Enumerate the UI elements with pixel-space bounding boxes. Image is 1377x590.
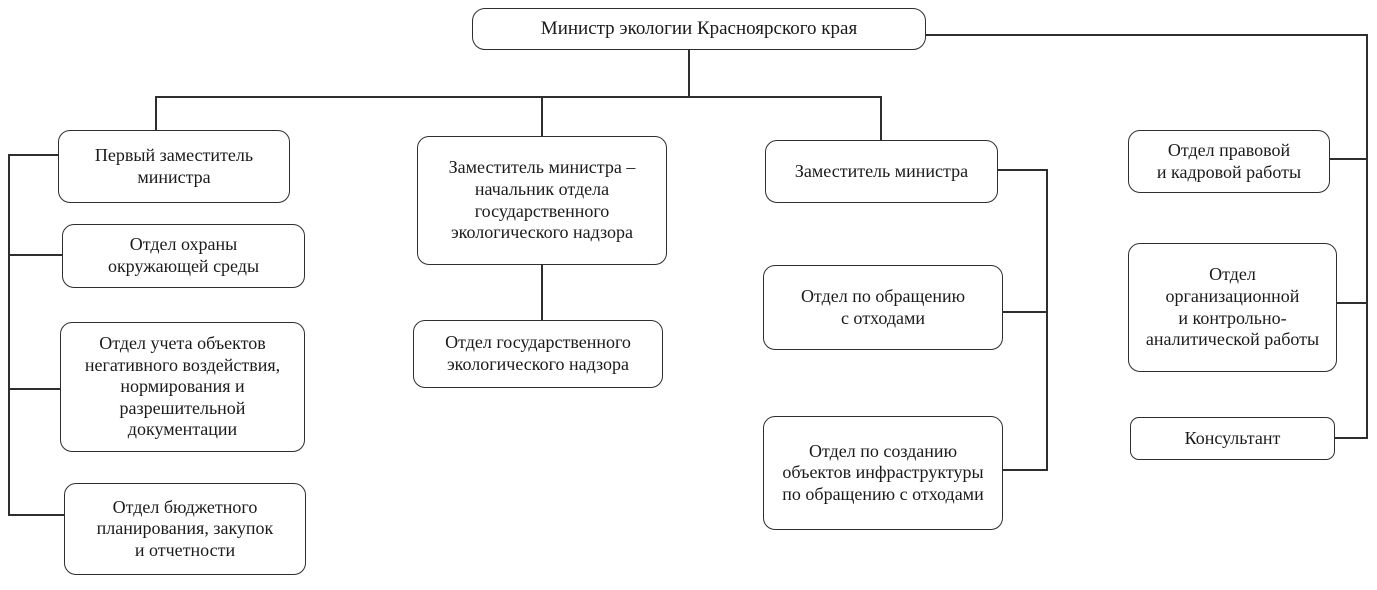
connector-col3-rail-line xyxy=(1046,169,1048,471)
connector-stub-legal-hr-line xyxy=(1328,158,1368,160)
node-waste-label: Отдел по обращению с отходами xyxy=(800,285,966,328)
node-state-supervision-label: Отдел государственного экологического на… xyxy=(445,332,631,374)
node-legal-hr-label: Отдел правовой и кадровой работы xyxy=(1156,139,1302,182)
node-minister: Министр экологии Красноярского края xyxy=(472,8,926,50)
node-env-protection-label: Отдел охраны окружающей среды xyxy=(107,234,260,276)
node-org-analytics: Отдел организационной и контрольно- анал… xyxy=(1128,243,1337,372)
node-budget-label: Отдел бюджетного планирования, закупок и… xyxy=(96,496,274,560)
connector-stub-org-analytics-line xyxy=(1335,302,1368,304)
node-waste: Отдел по обращению с отходами xyxy=(763,265,1003,350)
node-org-analytics-label: Отдел организационной и контрольно- анал… xyxy=(1145,264,1320,350)
connector-drop-deputy-line xyxy=(880,96,882,142)
node-budget: Отдел бюджетного планирования, закупок и… xyxy=(64,483,306,575)
node-deputy: Заместитель министра xyxy=(765,140,998,203)
node-deputy-supervision-label: Заместитель министра – начальник отдела … xyxy=(448,157,636,243)
connector-stub-accounting-line xyxy=(8,388,62,390)
node-waste-infra: Отдел по созданию объектов инфраструктур… xyxy=(763,416,1003,530)
connector-left-rail-line xyxy=(8,154,10,516)
connector-stub-consultant-line xyxy=(1333,437,1368,439)
connector-supervision-link-line xyxy=(541,263,543,322)
connector-stub-waste-infra-line xyxy=(1001,469,1048,471)
node-waste-infra-label: Отдел по созданию объектов инфраструктур… xyxy=(782,440,984,504)
node-consultant-label: Консультант xyxy=(1184,427,1281,448)
node-legal-hr: Отдел правовой и кадровой работы xyxy=(1128,130,1330,193)
node-env-protection: Отдел охраны окружающей среды xyxy=(62,224,305,288)
connector-minister-down-line xyxy=(688,50,690,98)
connector-top-bar-line xyxy=(155,96,882,98)
node-deputy-label: Заместитель министра xyxy=(794,160,969,181)
connector-deputy-right-line xyxy=(996,169,1048,171)
node-state-supervision: Отдел государственного экологического на… xyxy=(413,320,663,388)
connector-right-rail-line xyxy=(1366,34,1368,439)
connector-minister-right-line xyxy=(926,34,1368,36)
connector-stub-first-deputy-line xyxy=(8,154,60,156)
connector-drop-deputy-supervision-line xyxy=(541,96,543,138)
node-minister-label: Министр экологии Красноярского края xyxy=(540,17,858,39)
connector-stub-waste-line xyxy=(1001,311,1048,313)
connector-stub-budget-line xyxy=(8,514,66,516)
connector-stub-env-protection-line xyxy=(8,254,64,256)
node-deputy-supervision: Заместитель министра – начальник отдела … xyxy=(417,136,667,265)
node-accounting: Отдел учета объектов негативного воздейс… xyxy=(60,322,305,452)
node-accounting-label: Отдел учета объектов негативного воздейс… xyxy=(84,333,281,440)
connector-drop-first-deputy-line xyxy=(155,96,157,132)
node-consultant: Консультант xyxy=(1130,417,1335,460)
node-first-deputy: Первый заместитель министра xyxy=(58,130,290,203)
node-first-deputy-label: Первый заместитель министра xyxy=(94,144,254,187)
